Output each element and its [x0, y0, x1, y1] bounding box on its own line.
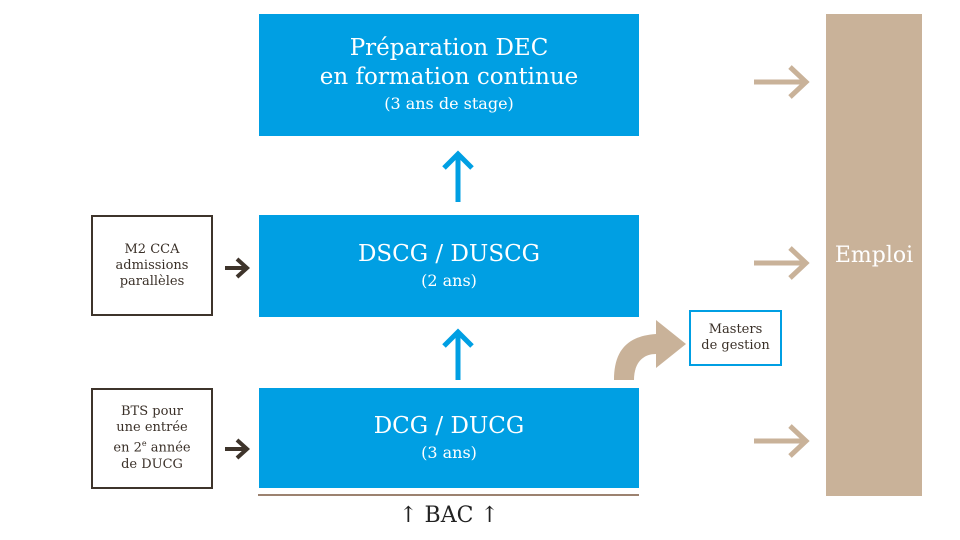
box-dec-line2: en formation continue — [319, 64, 579, 90]
emploi-label: Emploi — [834, 242, 914, 268]
box-dec-line1: Préparation DEC — [349, 35, 549, 61]
bac-baseline — [258, 494, 639, 496]
m2-line2: admissions — [115, 257, 189, 273]
bts-line2: une entrée — [116, 420, 188, 436]
masters-line2: de gestion — [701, 338, 770, 353]
arrow-right-icon — [754, 424, 810, 458]
box-dcg: DCG / DUCG (3 ans) — [259, 388, 639, 488]
m2-line1: M2 CCA — [124, 241, 180, 257]
arrow-right-icon — [225, 257, 250, 279]
box-dcg-sub: (3 ans) — [421, 442, 477, 462]
bts-line4: de DUCG — [121, 456, 183, 472]
m2-line3: parallèles — [119, 273, 185, 289]
bts-line1: BTS pour — [121, 404, 183, 420]
box-preparation-dec: Préparation DEC en formation continue (3… — [259, 14, 639, 136]
arrow-up-icon — [442, 328, 474, 380]
curved-arrow-icon — [614, 320, 686, 380]
arrow-right-icon — [754, 65, 810, 99]
emploi-column: Emploi — [826, 14, 922, 496]
arrow-right-icon — [225, 438, 250, 460]
bac-label: ↑ BAC ↑ — [399, 503, 499, 528]
box-dec-sub: (3 ans de stage) — [384, 94, 514, 113]
masters-line1: Masters — [708, 322, 763, 337]
box-dscg-title: DSCG / DUSCG — [357, 240, 541, 267]
box-dcg-title: DCG / DUCG — [373, 412, 525, 439]
box-bts: BTS pour une entrée en 2e année de DUCG — [91, 388, 213, 489]
box-masters-gestion: Masters de gestion — [689, 310, 782, 366]
arrow-right-icon — [754, 246, 810, 280]
bts-line3: en 2e année — [113, 439, 191, 456]
box-dscg-sub: (2 ans) — [421, 270, 477, 290]
box-dscg: DSCG / DUSCG (2 ans) — [259, 215, 639, 317]
box-m2-cca: M2 CCA admissions parallèles — [91, 215, 213, 316]
arrow-up-icon — [442, 150, 474, 202]
